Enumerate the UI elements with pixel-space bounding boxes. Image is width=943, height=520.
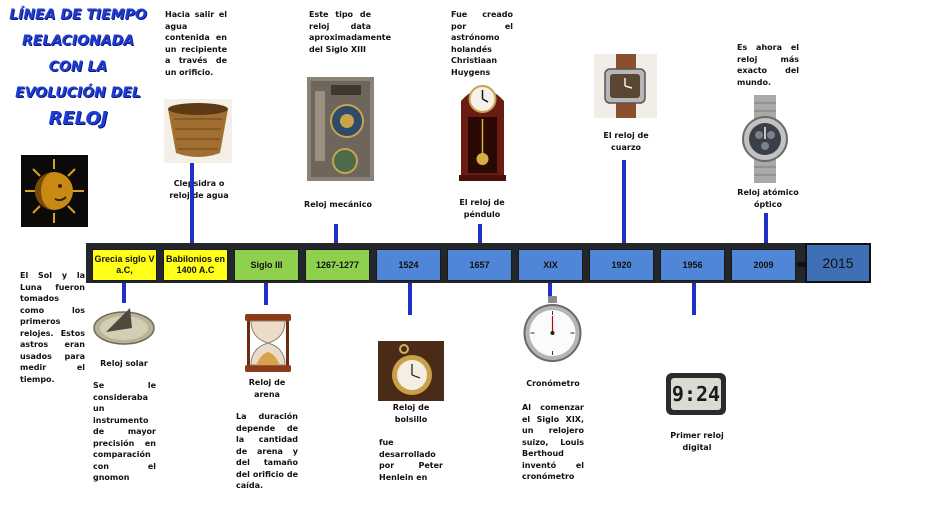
chronometer-caption: Cronómetro [526, 379, 580, 388]
pocket-watch-caption: Reloj de bolsillo [392, 403, 430, 424]
timeline-segment-1920: 1920 [589, 249, 654, 281]
connector-solar [122, 283, 126, 303]
connector-pendulum [478, 224, 482, 243]
water-clock-image [164, 99, 232, 163]
atomic-caption: Reloj atómico óptico [737, 188, 799, 209]
page-title: LÍNEA DE TIEMPO RELACIONADA CON LA EVOLU… [4, 2, 152, 132]
digital-clock-image: 9:24 [665, 372, 727, 416]
atomic-watch-image [738, 95, 792, 183]
sundial-description: Se le consideraba un instrumento de mayo… [93, 381, 156, 482]
timeline-end-year: 2015 [805, 243, 871, 283]
title-line-5: RELOJ [48, 108, 108, 129]
timeline-arrow-tip [797, 262, 805, 267]
connector-clepsidra [190, 163, 194, 243]
atomic-description: Es ahora el reloj más exacto del mundo. [737, 43, 799, 87]
sundial-caption: Reloj solar [100, 359, 148, 368]
timeline-segment-siglo-iii: Siglo III [234, 249, 299, 281]
timeline-segment-1657: 1657 [447, 249, 512, 281]
connector-atomic [764, 213, 768, 243]
pendulum-caption: El reloj de péndulo [459, 198, 505, 219]
title-line-3: CON LA [48, 59, 108, 75]
title-line-2: RELACIONADA [21, 33, 135, 49]
pocket-watch-description: fue desarrollado por Peter Henlein en [379, 438, 443, 482]
title-line-1: LÍNEA DE TIEMPO [9, 7, 147, 23]
clepsidra-description: Hacia salir el agua contenida en un reci… [165, 10, 227, 77]
timeline-segment-babilonios: Babilonios en 1400 A.C [163, 249, 228, 281]
sundial-image [92, 302, 156, 346]
clepsidra-caption: Clepsidra o reloj de agua [169, 179, 229, 200]
connector-mechanical [334, 224, 338, 243]
connector-quartz [622, 160, 626, 243]
timeline-segment-2009: 2009 [731, 249, 796, 281]
digital-clock-display: 9:24 [671, 382, 721, 406]
pendulum-clock-image [455, 79, 510, 183]
timeline-segment-1267-1277: 1267-1277 [305, 249, 370, 281]
hourglass-description: La duración depende de la cantidad de ar… [236, 412, 298, 490]
title-line-4: EVOLUCIÓN DEL [15, 85, 141, 101]
quartz-watch-image [594, 54, 657, 118]
chronometer-description: Al comenzar el Siglo XIX, un relojero su… [522, 403, 584, 481]
pendulum-description: Fue creado por el astrónomo holandés Chr… [451, 10, 513, 77]
hourglass-image [239, 312, 297, 374]
connector-digital [692, 283, 696, 315]
timeline-bar: Grecia siglo V a.C, Babilonios en 1400 A… [86, 243, 806, 283]
quartz-caption: El reloj de cuarzo [603, 131, 649, 152]
connector-chronometer [548, 283, 552, 297]
hourglass-caption: Reloj de arena [248, 378, 286, 399]
sol-description: El Sol y la Luna fueron tomados como los… [20, 271, 85, 384]
timeline-segment-grecia: Grecia siglo V a.C, [92, 249, 157, 281]
timeline-segment-1956: 1956 [660, 249, 725, 281]
mechanical-description: Este tipo de reloj data aproximadamente … [309, 10, 392, 54]
digital-caption: Primer reloj digital [670, 431, 724, 452]
sun-moon-image [21, 155, 88, 227]
timeline-segment-1524: 1524 [376, 249, 441, 281]
connector-hourglass [264, 283, 268, 305]
connector-pocket [408, 283, 412, 315]
pocket-watch-image [378, 341, 444, 401]
astronomical-clock-image [307, 77, 374, 181]
stopwatch-image [521, 296, 584, 364]
mechanical-caption: Reloj mecánico [304, 200, 372, 209]
timeline-segment-xix: XIX [518, 249, 583, 281]
